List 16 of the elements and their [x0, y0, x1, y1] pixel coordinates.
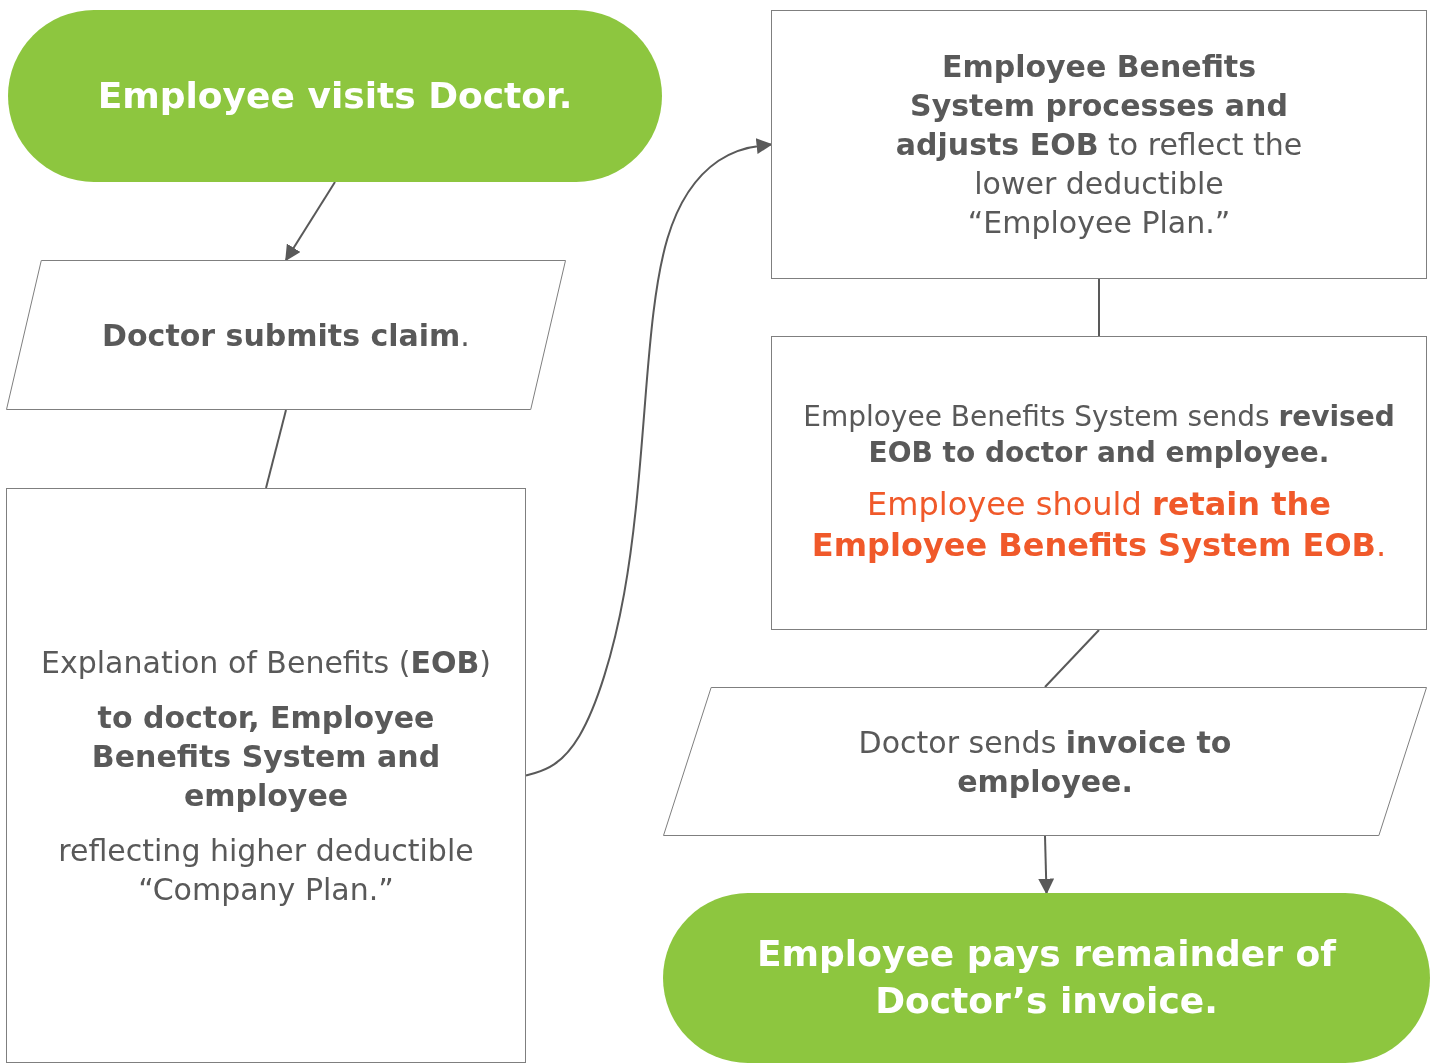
arrow	[1038, 835, 1055, 895]
step-text: Explanation of Benefits (EOB)	[41, 643, 491, 682]
step-text: Employee Benefits System sends revised EOB to doctor and employee.	[802, 399, 1396, 472]
step-text: Employee Benefits System processes and adjusts EOB to reflect the lower deductible “Employee Plan.”	[894, 48, 1304, 242]
connector-line	[265, 409, 287, 489]
step-text: Doctor submits claim.	[102, 316, 470, 355]
arrow	[285, 181, 336, 262]
terminal-text: Employee visits Doctor.	[97, 73, 573, 118]
step-text: reflecting higher deductible “Company Plan.”	[57, 831, 475, 909]
terminal-text: Employee pays remainder of Doctor’s invoice.	[756, 932, 1338, 1023]
connector-line	[1098, 278, 1100, 337]
step-text: Doctor sends invoice to employee.	[857, 723, 1233, 801]
arrow	[525, 138, 773, 777]
connector-line	[1044, 629, 1100, 688]
step-text: to doctor, Employee Benefits System and employee	[90, 698, 442, 815]
note-text: Employee should retain the Employee Benefits System EOB.	[810, 483, 1388, 567]
